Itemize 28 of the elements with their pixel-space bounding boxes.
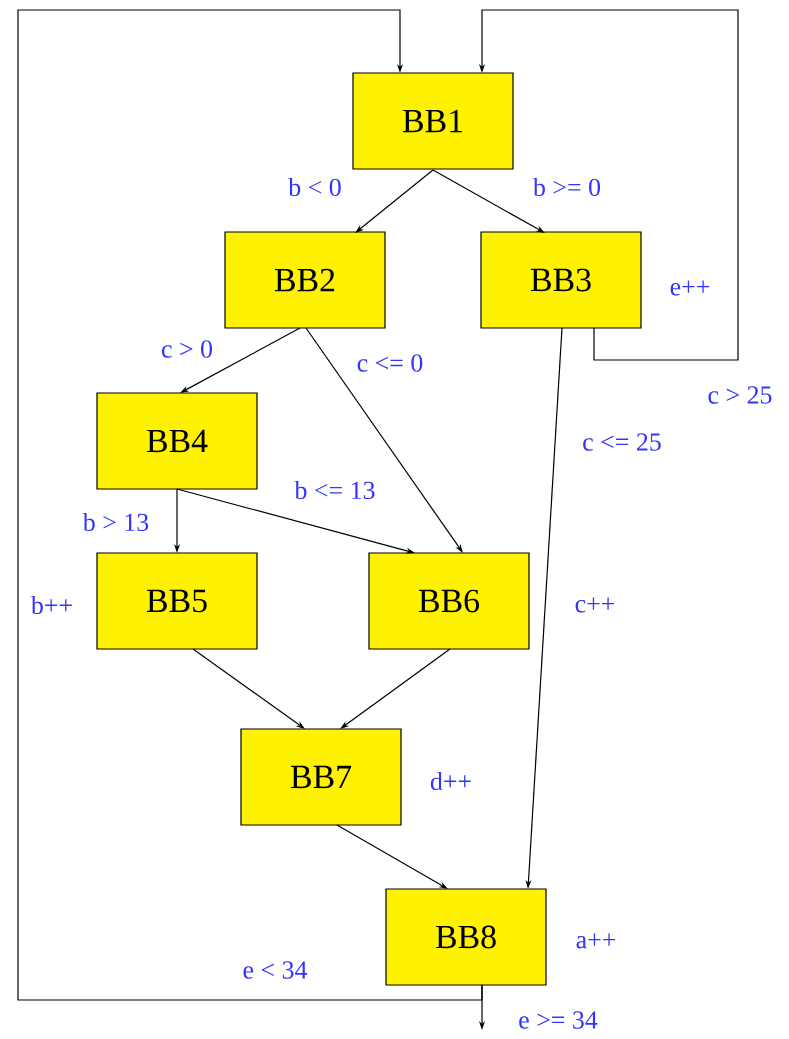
- arrow: [355, 169, 434, 233]
- block-box: BB7: [240, 728, 402, 826]
- edge-label: e >= 34: [517, 1010, 599, 1030]
- edge-label: b <= 13: [293, 479, 377, 501]
- block-box: BB8: [385, 888, 547, 986]
- arrow: [340, 648, 451, 729]
- arrow: [192, 648, 305, 729]
- beside-text: a++: [576, 933, 616, 949]
- edge-label: c > 25: [706, 385, 774, 405]
- arrow: [17, 9, 483, 1001]
- beside-text: b++: [30, 595, 72, 615]
- edge-label: c <= 25: [581, 432, 663, 452]
- block-box: BB5: [96, 552, 258, 650]
- edge-label: c > 0: [160, 339, 214, 359]
- edge-label: c <= 0: [355, 353, 425, 373]
- note-text: c++: [575, 597, 615, 613]
- edge-label: e < 34: [241, 960, 309, 980]
- block-box: BB6: [368, 552, 530, 650]
- block-box: BB1: [352, 72, 514, 170]
- block-box: BB3: [480, 231, 642, 329]
- beside-text: e++: [670, 280, 710, 296]
- edge-label: b < 0: [287, 176, 343, 198]
- arrow: [305, 327, 463, 553]
- edge-label: b > 13: [81, 511, 151, 533]
- block-box: BB2: [224, 231, 386, 329]
- beside-text: d++: [430, 771, 471, 791]
- edge-label: b >= 0: [531, 176, 603, 198]
- block-box: BB4: [96, 392, 258, 490]
